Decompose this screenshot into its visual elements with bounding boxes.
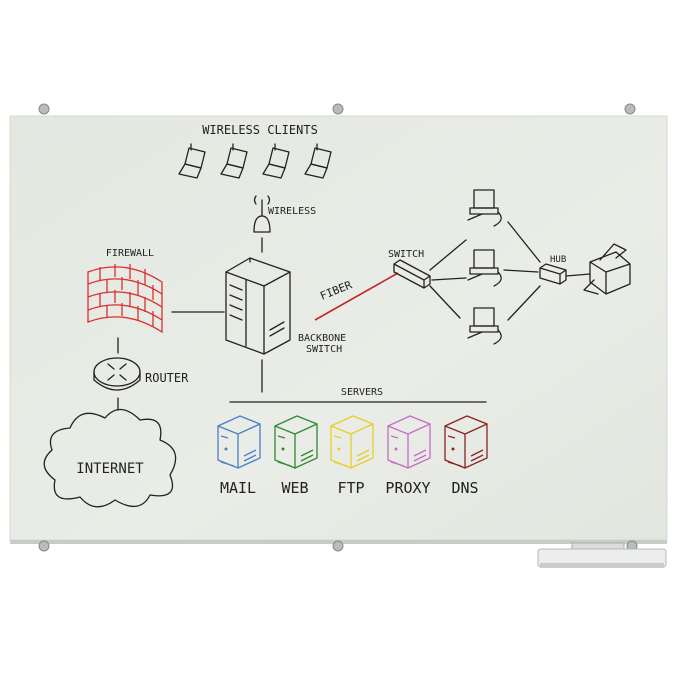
server-icon (217, 415, 261, 469)
server-label: FTP (337, 479, 364, 497)
server-icon (387, 415, 431, 469)
server-web: WEB (274, 415, 318, 497)
firewall-label: FIREWALL (106, 248, 154, 259)
switch-icon (393, 259, 431, 289)
wireless-label: WIRELESS (268, 206, 316, 217)
marker-tray (537, 542, 667, 568)
backbone-label: BACKBONE (298, 333, 346, 344)
server-list: MAIL WEB FTP PROXY DNS (217, 415, 488, 497)
server-label: MAIL (220, 479, 256, 497)
link-hub-printer (565, 273, 591, 277)
hub-label: HUB (550, 255, 566, 265)
server-label: WEB (281, 479, 308, 497)
wireless-clients-label: WIRELESS CLIENTS (202, 123, 318, 137)
server-ftp: FTP (330, 415, 374, 497)
server-label: PROXY (385, 479, 430, 497)
backbone-switch-label: SWITCH (306, 344, 342, 355)
wireless-access-point-icon (253, 195, 271, 253)
server-icon (444, 415, 488, 469)
internet-label: INTERNET (76, 461, 144, 477)
hub-icon (539, 263, 567, 285)
firewall-icon (87, 264, 163, 334)
standoff-icons (38, 103, 638, 552)
server-led-icon (337, 447, 341, 451)
router-icon (93, 357, 141, 391)
pc-icons (467, 189, 502, 345)
server-led-icon (224, 447, 228, 451)
glass-board (9, 115, 668, 541)
server-led-icon (394, 447, 398, 451)
server-label: DNS (451, 479, 478, 497)
server-dns: DNS (444, 415, 488, 497)
server-mail: MAIL (217, 415, 261, 497)
switch-links (429, 239, 467, 319)
hub-links (503, 221, 541, 321)
backbone-switch-icon (225, 257, 291, 355)
router-label: ROUTER (145, 371, 189, 385)
server-led-icon (451, 447, 455, 451)
fiber-link (314, 272, 399, 321)
server-icon (330, 415, 374, 469)
server-led-icon (281, 447, 285, 451)
printer-icon (583, 243, 631, 295)
switch-label: SWITCH (388, 249, 424, 260)
servers-label: SERVERS (341, 387, 383, 398)
internet-cloud-icon (43, 408, 177, 508)
server-icon (274, 415, 318, 469)
laptop-icons (178, 143, 332, 179)
server-proxy: PROXY (385, 415, 431, 497)
